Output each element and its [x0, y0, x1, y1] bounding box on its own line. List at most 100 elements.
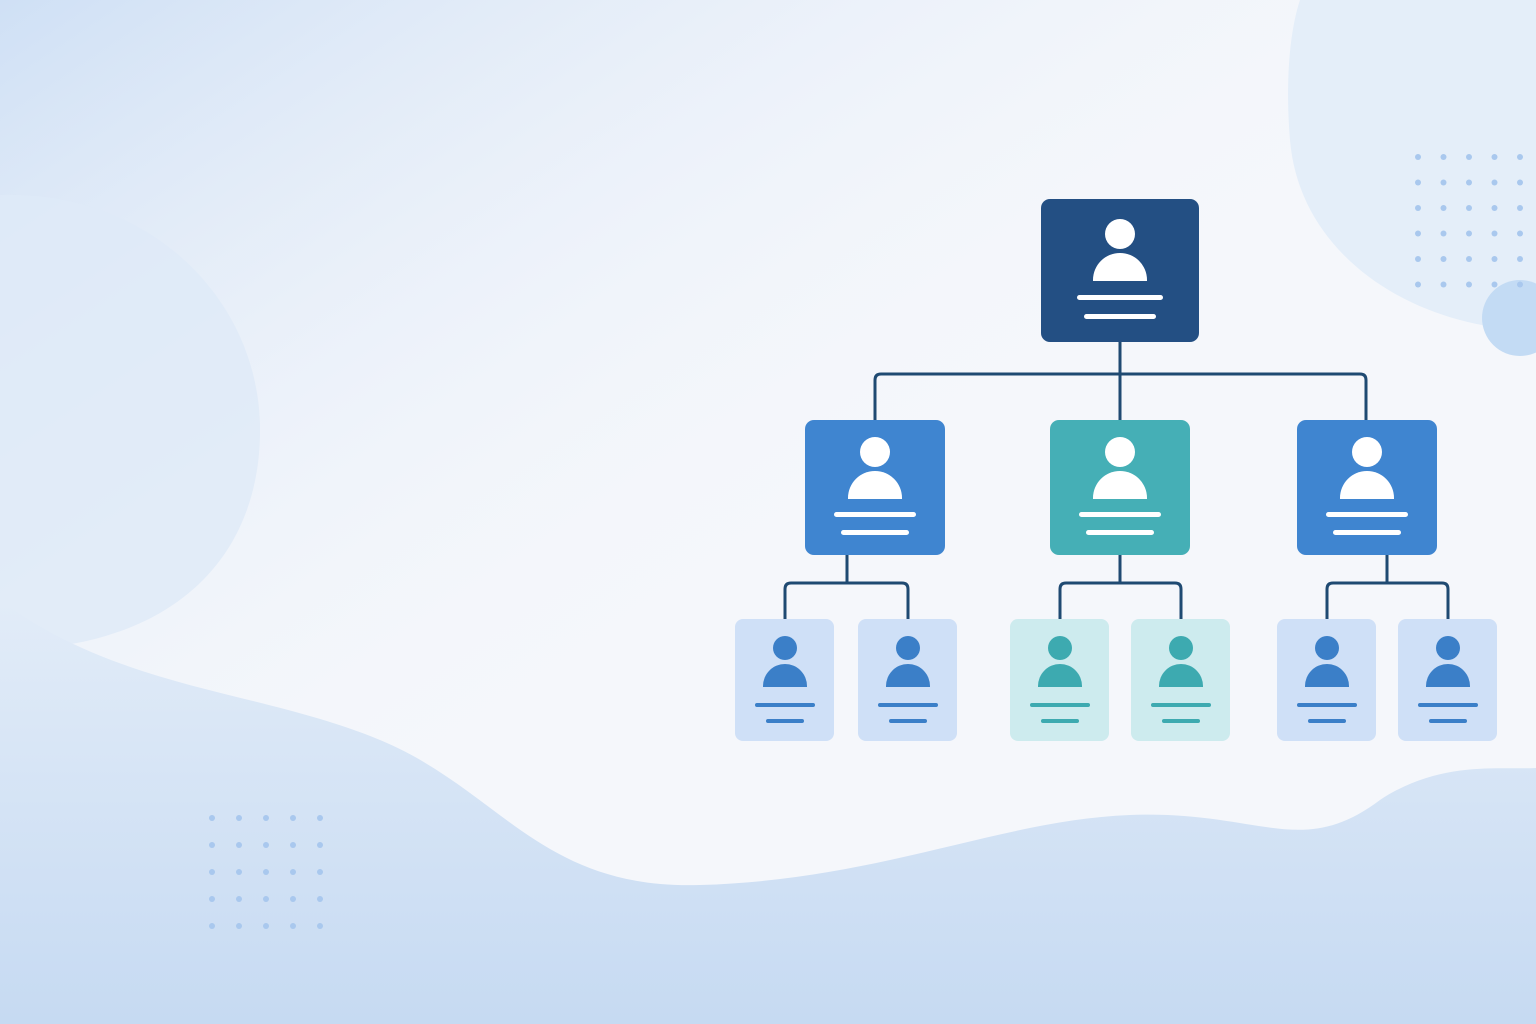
org-node-leaf-1[interactable]: [735, 619, 834, 741]
person-icon: [762, 636, 807, 688]
org-node-leaf-5[interactable]: [1277, 619, 1376, 741]
decorative-dot: [317, 923, 323, 929]
dot-grid-bottom-left: [209, 815, 323, 929]
org-node-leaf-2[interactable]: [858, 619, 957, 741]
decorative-dot: [1517, 205, 1523, 211]
decorative-dot: [1415, 230, 1421, 237]
person-icon: [1093, 437, 1147, 499]
top-right-blob: [1288, 0, 1536, 330]
name-placeholder-line: [1417, 703, 1478, 707]
top-right-circle: [1482, 280, 1536, 356]
person-icon: [1158, 636, 1203, 688]
decorative-dot: [1415, 205, 1421, 211]
decorative-dot: [1440, 256, 1447, 262]
decorative-dot: [1517, 281, 1523, 288]
bottom-wave-blob: [0, 600, 1536, 1024]
decorative-dot: [317, 896, 323, 902]
decorative-dot: [236, 842, 242, 848]
connector-line: [873, 372, 1368, 420]
org-node-level2-center[interactable]: [1050, 420, 1190, 555]
decorative-dot: [290, 842, 296, 848]
org-node-level2-left[interactable]: [805, 420, 945, 555]
decorative-dot: [1440, 154, 1447, 160]
decorative-dot: [1466, 281, 1472, 288]
decorative-dot: [263, 923, 269, 929]
name-placeholder-line: [754, 703, 815, 707]
decorative-dot: [1491, 205, 1498, 211]
decorative-dot: [1440, 230, 1447, 237]
connector-line: [1058, 581, 1183, 619]
decorative-dot: [1440, 281, 1447, 288]
person-icon: [1093, 219, 1147, 281]
person-icon: [885, 636, 930, 688]
decorative-dot: [1491, 154, 1498, 160]
person-icon: [848, 437, 902, 499]
name-placeholder-line: [1326, 512, 1408, 517]
decorative-dot: [209, 869, 215, 875]
left-circle-blob: [0, 194, 260, 650]
title-placeholder-line: [1428, 719, 1467, 723]
name-placeholder-line: [1296, 703, 1357, 707]
person-icon: [1037, 636, 1082, 688]
title-placeholder-line: [1307, 719, 1346, 723]
decorative-dot: [209, 923, 215, 929]
org-node-root[interactable]: [1041, 199, 1199, 342]
connector-line: [1325, 581, 1450, 619]
dot-grid-top-right: [1415, 154, 1523, 288]
decorative-dot: [209, 896, 215, 902]
name-placeholder-line: [1079, 512, 1161, 517]
decorative-dot: [317, 815, 323, 821]
decorative-dot: [1466, 154, 1472, 160]
decorative-dot: [317, 842, 323, 848]
decorative-dot: [236, 815, 242, 821]
name-placeholder-line: [834, 512, 916, 517]
decorative-dot: [1466, 230, 1472, 237]
decorative-dot: [209, 815, 215, 821]
title-placeholder-line: [1086, 530, 1154, 535]
decorative-dot: [1491, 256, 1498, 262]
org-node-level2-right[interactable]: [1297, 420, 1437, 555]
decorative-dot: [290, 869, 296, 875]
decorative-dot: [263, 815, 269, 821]
org-node-leaf-3[interactable]: [1010, 619, 1109, 741]
connector-lines: [783, 342, 1450, 619]
decorative-dot: [236, 896, 242, 902]
person-icon: [1425, 636, 1470, 688]
name-placeholder-line: [1029, 703, 1090, 707]
decorative-dot: [1517, 256, 1523, 262]
decorative-dot: [1466, 205, 1472, 211]
decorative-dot: [1517, 179, 1523, 186]
title-placeholder-line: [765, 719, 804, 723]
decorative-dot: [263, 842, 269, 848]
title-placeholder-line: [841, 530, 909, 535]
decorative-dot: [290, 815, 296, 821]
connector-line: [783, 581, 910, 619]
decorative-dot: [1415, 256, 1421, 262]
name-placeholder-line: [1077, 295, 1163, 300]
person-icon: [1304, 636, 1349, 688]
decorative-dot: [1440, 205, 1447, 211]
decorative-dot: [1466, 179, 1472, 186]
org-node-leaf-6[interactable]: [1398, 619, 1497, 741]
org-node-leaf-4[interactable]: [1131, 619, 1230, 741]
person-icon: [1340, 437, 1394, 499]
title-placeholder-line: [1333, 530, 1401, 535]
title-placeholder-line: [1084, 314, 1156, 319]
name-placeholder-line: [1150, 703, 1211, 707]
decorative-dot: [263, 896, 269, 902]
decorative-dot: [1415, 179, 1421, 186]
decorative-dot: [209, 842, 215, 848]
decorative-dot: [290, 896, 296, 902]
decorative-dot: [236, 869, 242, 875]
decorative-dot: [1415, 281, 1421, 288]
decorative-dot: [263, 869, 269, 875]
decorative-dot: [1440, 179, 1447, 186]
title-placeholder-line: [1040, 719, 1079, 723]
decorative-dot: [290, 923, 296, 929]
decorative-dot: [1491, 230, 1498, 237]
decorative-dot: [1517, 154, 1523, 160]
name-placeholder-line: [877, 703, 938, 707]
decorative-dot: [1466, 256, 1472, 262]
title-placeholder-line: [1161, 719, 1200, 723]
